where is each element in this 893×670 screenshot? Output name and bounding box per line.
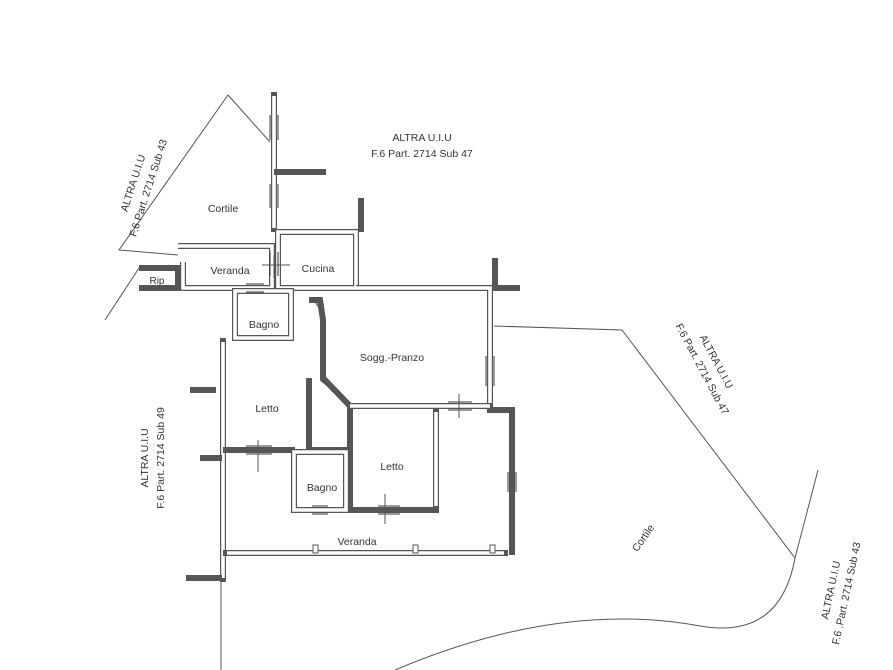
windows (246, 115, 517, 554)
neighbor-left-line1: ALTRA U.I.U (139, 428, 151, 487)
room-label-soggiorno: Sogg.-Pranzo (360, 352, 424, 364)
site-boundaries (104, 94, 819, 670)
room-label-bagno-2: Bagno (307, 482, 338, 494)
room-label-letto-1: Letto (255, 403, 279, 415)
room-label-letto-2: Letto (380, 461, 404, 473)
doors (257, 255, 460, 524)
room-label-cortile-right: Cortile (630, 522, 657, 554)
walls (139, 92, 520, 582)
neighbor-top-line2: F.6 Part. 2714 Sub 47 (371, 148, 473, 160)
room-label-cucina: Cucina (302, 263, 335, 275)
room-labels: Cortile Veranda Rip Cucina Bagno Sogg.-P… (149, 203, 657, 554)
neighbor-left-line2: F.6 Part. 2714 Sub 49 (155, 407, 167, 509)
room-label-veranda-top: Veranda (210, 265, 249, 277)
room-label-bagno-1: Bagno (249, 319, 280, 331)
room-label-veranda-bottom: Veranda (337, 536, 376, 548)
room-label-cortile-top: Cortile (208, 203, 239, 215)
room-label-rip: Rip (149, 276, 164, 287)
neighbor-top-line1: ALTRA U.I.U (392, 132, 451, 144)
